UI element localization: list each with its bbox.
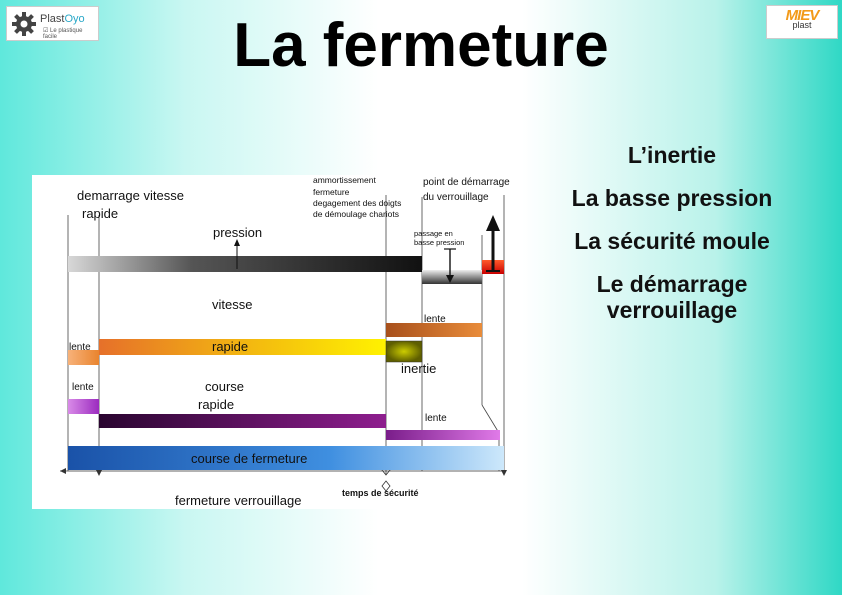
closing-diagram: demarrage vitesse rapide ammortissement … <box>60 175 510 508</box>
label-lente-c: lente <box>72 382 94 393</box>
topic-item: Le démarrage verrouillage <box>596 271 748 323</box>
safety-marker-bottom <box>381 480 391 492</box>
diagram-panel: demarrage vitesse rapide ammortissement … <box>32 175 512 509</box>
label-course: course <box>205 379 244 394</box>
axis-arrow-right <box>501 470 507 476</box>
label-passage-1: passage en <box>414 229 453 238</box>
course-lente-c-bar <box>386 430 500 440</box>
label-fermeture-verrouillage: fermeture verrouillage <box>175 493 301 508</box>
logo-tagline: ☑ Le plastique facile <box>43 28 83 40</box>
label-passage-2: basse pression <box>414 238 464 247</box>
vitesse-rapide-bar <box>99 339 386 355</box>
label-lente-b: lente <box>424 314 446 325</box>
logo-brand: PlastOyo <box>40 13 85 25</box>
logo-mark: MIEV <box>785 7 820 24</box>
vitesse-lente-bar <box>68 350 99 365</box>
label-demarrage: demarrage vitesse <box>77 188 184 203</box>
label-point-2: du verrouillage <box>423 192 489 203</box>
label-amort-4: de démoulage chariots <box>313 209 399 219</box>
label-inertie: inertie <box>401 361 436 376</box>
inertie-box <box>385 340 423 363</box>
plastoyo-logo: PlastOyo ☑ Le plastique facile <box>6 6 99 41</box>
topic-item: La basse pression <box>571 185 773 211</box>
axis-tick <box>96 470 102 476</box>
passage-arrow-head <box>446 275 454 283</box>
topic-item: L’inertie <box>627 142 717 168</box>
topic-item: La sécurité moule <box>574 228 770 254</box>
verrouillage-arrow-head <box>486 215 500 231</box>
logo-sub: plast <box>792 20 812 30</box>
label-vitesse: vitesse <box>212 297 252 312</box>
vitesse-lente-b-bar <box>386 323 482 337</box>
mievplast-logo: MIEV plast <box>766 5 838 39</box>
topics-list: L’inertie La basse pression La sécurité … <box>540 142 804 340</box>
label-temps-securite: temps de sécurité <box>342 488 419 498</box>
label-demarrage-rapide: rapide <box>82 206 118 221</box>
label-course-rapide: rapide <box>198 397 234 412</box>
pression-arrow-head <box>234 239 240 246</box>
label-amort-2: fermeture <box>313 187 350 197</box>
label-amort-1: ammortissement <box>313 175 376 185</box>
label-rapide: rapide <box>212 339 248 354</box>
label-course-fermeture: course de fermeture <box>191 451 307 466</box>
label-lente-d: lente <box>425 413 447 424</box>
gear-icon <box>12 12 36 36</box>
label-amort-3: degagement des doigts <box>313 198 401 208</box>
page-title: La fermeture <box>233 11 609 80</box>
pression-bar <box>68 256 422 272</box>
axis-arrow-left <box>60 468 66 474</box>
course-lente-bar <box>68 399 99 414</box>
label-lente-a: lente <box>69 342 91 353</box>
course-fermeture-bar <box>68 446 504 470</box>
label-pression: pression <box>213 225 262 240</box>
course-rapide-bar <box>99 414 386 428</box>
label-point-1: point de démarrage <box>423 177 510 188</box>
